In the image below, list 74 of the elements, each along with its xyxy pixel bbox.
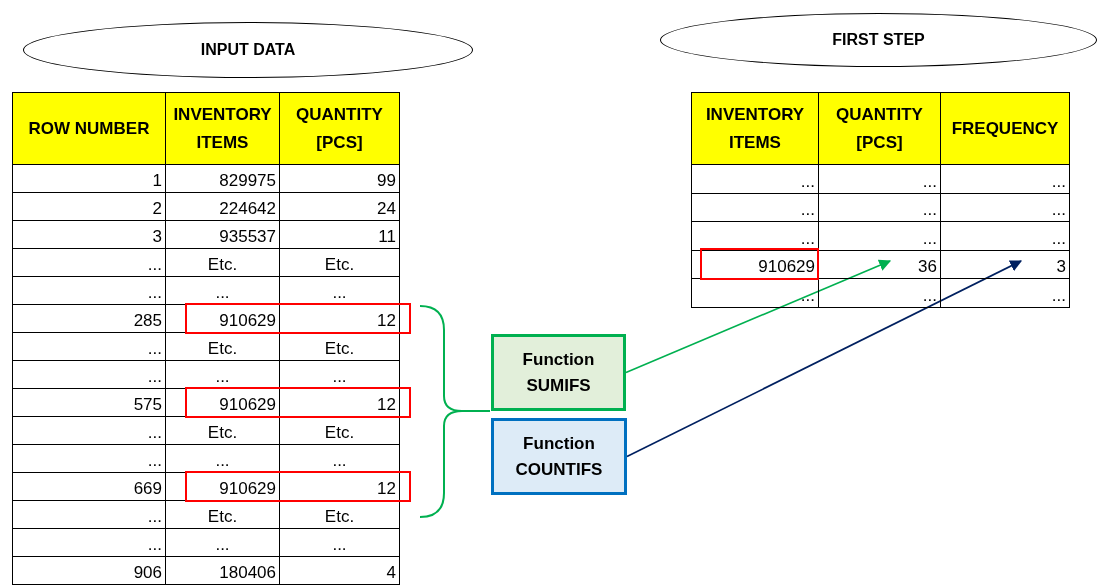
arrow (625, 259, 892, 374)
table-cell: 224642 (166, 193, 280, 221)
table-cell: ... (13, 445, 166, 473)
table-cell: Etc. (166, 249, 280, 277)
arrow (626, 260, 1023, 458)
table-cell: 575 (13, 389, 166, 417)
ellipse-title: FIRST STEP (832, 30, 925, 50)
table-cell: ... (280, 361, 400, 389)
table-cell: Etc. (280, 417, 400, 445)
table-cell: Etc. (280, 501, 400, 529)
table-cell: Etc. (166, 333, 280, 361)
table-cell: ... (941, 222, 1070, 251)
table-cell: ... (13, 249, 166, 277)
table-cell: 3 (13, 221, 166, 249)
table-cell: 669 (13, 473, 166, 501)
column-header: QUANTITY [PCS] (280, 93, 400, 165)
table-cell: ... (819, 222, 941, 251)
table-cell: Etc. (280, 249, 400, 277)
table-cell: Etc. (280, 333, 400, 361)
table-cell: 4 (280, 557, 400, 585)
table-cell: 906 (13, 557, 166, 585)
table-cell: ... (280, 277, 400, 305)
table-cell: Etc. (166, 501, 280, 529)
table-cell: 36 (819, 250, 941, 279)
function-box (491, 334, 626, 411)
table-cell: ... (280, 445, 400, 473)
table-cell: ... (13, 417, 166, 445)
function-label: Function COUNTIFS (514, 433, 604, 481)
table-cell: ... (692, 279, 819, 308)
table-cell: 2 (13, 193, 166, 221)
table-cell: ... (692, 165, 819, 194)
table-cell: 12 (280, 389, 400, 417)
ellipse-title: INPUT DATA (200, 40, 296, 60)
table-cell: 3 (941, 250, 1070, 279)
column-header: INVENTORY ITEMS (692, 93, 819, 165)
table-cell: ... (13, 333, 166, 361)
table-cell: 180406 (166, 557, 280, 585)
column-header: INVENTORY ITEMS (166, 93, 280, 165)
table-cell: ... (13, 277, 166, 305)
table-cell: ... (166, 529, 280, 557)
table-cell: 12 (280, 473, 400, 501)
table-cell: ... (166, 361, 280, 389)
table-cell: ... (941, 279, 1070, 308)
table-cell: ... (166, 277, 280, 305)
column-header: QUANTITY [PCS] (819, 93, 941, 165)
table-cell: 910629 (166, 473, 280, 501)
function-label: Function SUMIFS (521, 349, 596, 397)
function-box (491, 418, 627, 495)
table-cell: 24 (280, 193, 400, 221)
table-cell: 910629 (166, 389, 280, 417)
table-cell: 12 (280, 305, 400, 333)
table-cell: ... (13, 361, 166, 389)
table-cell: 910629 (692, 250, 819, 279)
column-header: FREQUENCY (941, 93, 1070, 165)
table-cell: ... (941, 165, 1070, 194)
table-cell: ... (13, 529, 166, 557)
table-cell: ... (819, 279, 941, 308)
table-cell: Etc. (166, 417, 280, 445)
table-cell: 1 (13, 165, 166, 193)
table-cell: 935537 (166, 221, 280, 249)
table-cell: 11 (280, 221, 400, 249)
column-header: ROW NUMBER (13, 93, 166, 165)
table-cell: 829975 (166, 165, 280, 193)
table-cell: 910629 (166, 305, 280, 333)
table-cell: ... (692, 222, 819, 251)
table-cell: ... (166, 445, 280, 473)
table-cell: ... (13, 501, 166, 529)
table-cell: ... (692, 193, 819, 222)
table-cell: ... (941, 193, 1070, 222)
table-cell: 99 (280, 165, 400, 193)
table-cell: ... (819, 165, 941, 194)
table-cell: 285 (13, 305, 166, 333)
table-cell: ... (819, 193, 941, 222)
table-cell: ... (280, 529, 400, 557)
